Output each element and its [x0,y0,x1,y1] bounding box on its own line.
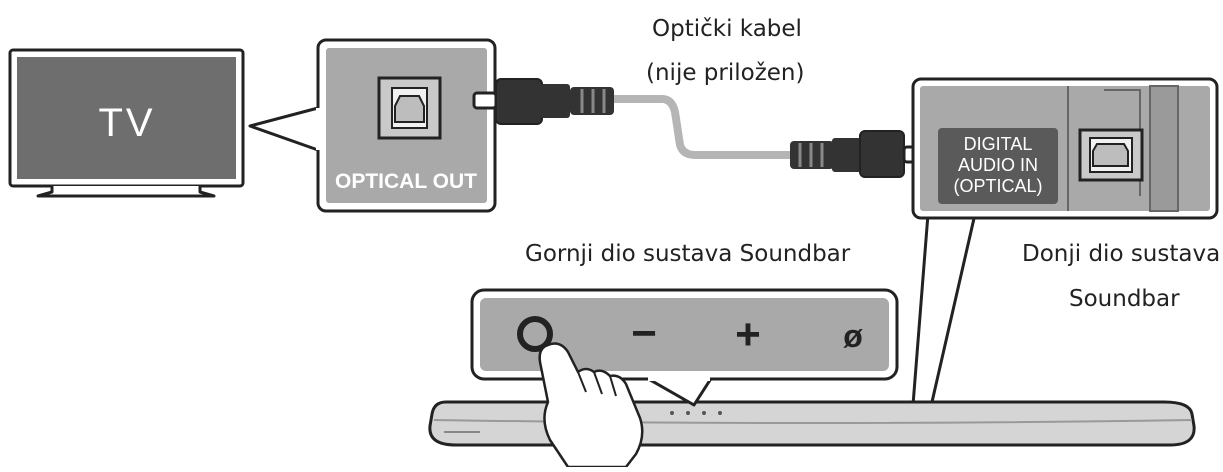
optical-out-label: OPTICAL OUT [335,170,477,193]
tv-callout-pointer [248,106,319,152]
cable-label-line1: Optički kabel [652,16,802,42]
tv-screen [17,57,236,179]
source-button[interactable]: ø [843,318,863,354]
tv-label: TV [98,101,155,145]
top-panel-title: Gornji dio sustava Soundbar [525,241,851,267]
digital-audio-label-line3: (OPTICAL) [953,176,1042,196]
power-button[interactable] [517,316,553,352]
digital-audio-label-plate [938,128,1058,204]
tv: TV [8,48,245,198]
digital-audio-label-line1: DIGITAL [964,134,1033,154]
soundbar-port-callout: DIGITAL AUDIO IN (OPTICAL) [911,77,1219,220]
cable-connector-soundbar-side [790,130,928,178]
soundbar-top-buttons [670,411,722,415]
bottom-callout-pointer [911,213,977,406]
volume-up-button[interactable]: + [735,310,761,359]
optical-cable-wire [612,95,790,159]
top-callout-pointer [644,375,714,407]
hand-icon [538,342,644,469]
bottom-panel-title-line2: Soundbar [1069,286,1180,312]
tv-stand [36,186,216,198]
digital-audio-in-port-icon [1078,128,1144,182]
cable-connector-tv-side [472,78,614,125]
tv-port-callout: OPTICAL OUT [248,38,497,213]
bottom-panel-title-line1: Donji dio sustava [1022,241,1221,267]
cable-label-line2: (nije priložen) [646,60,805,86]
top-callout-panel [480,298,889,371]
digital-audio-label-line2: AUDIO IN [958,155,1038,175]
optical-out-port-icon [377,76,442,140]
volume-down-button[interactable]: − [631,309,657,358]
top-panel-callout: − + ø [470,288,899,407]
